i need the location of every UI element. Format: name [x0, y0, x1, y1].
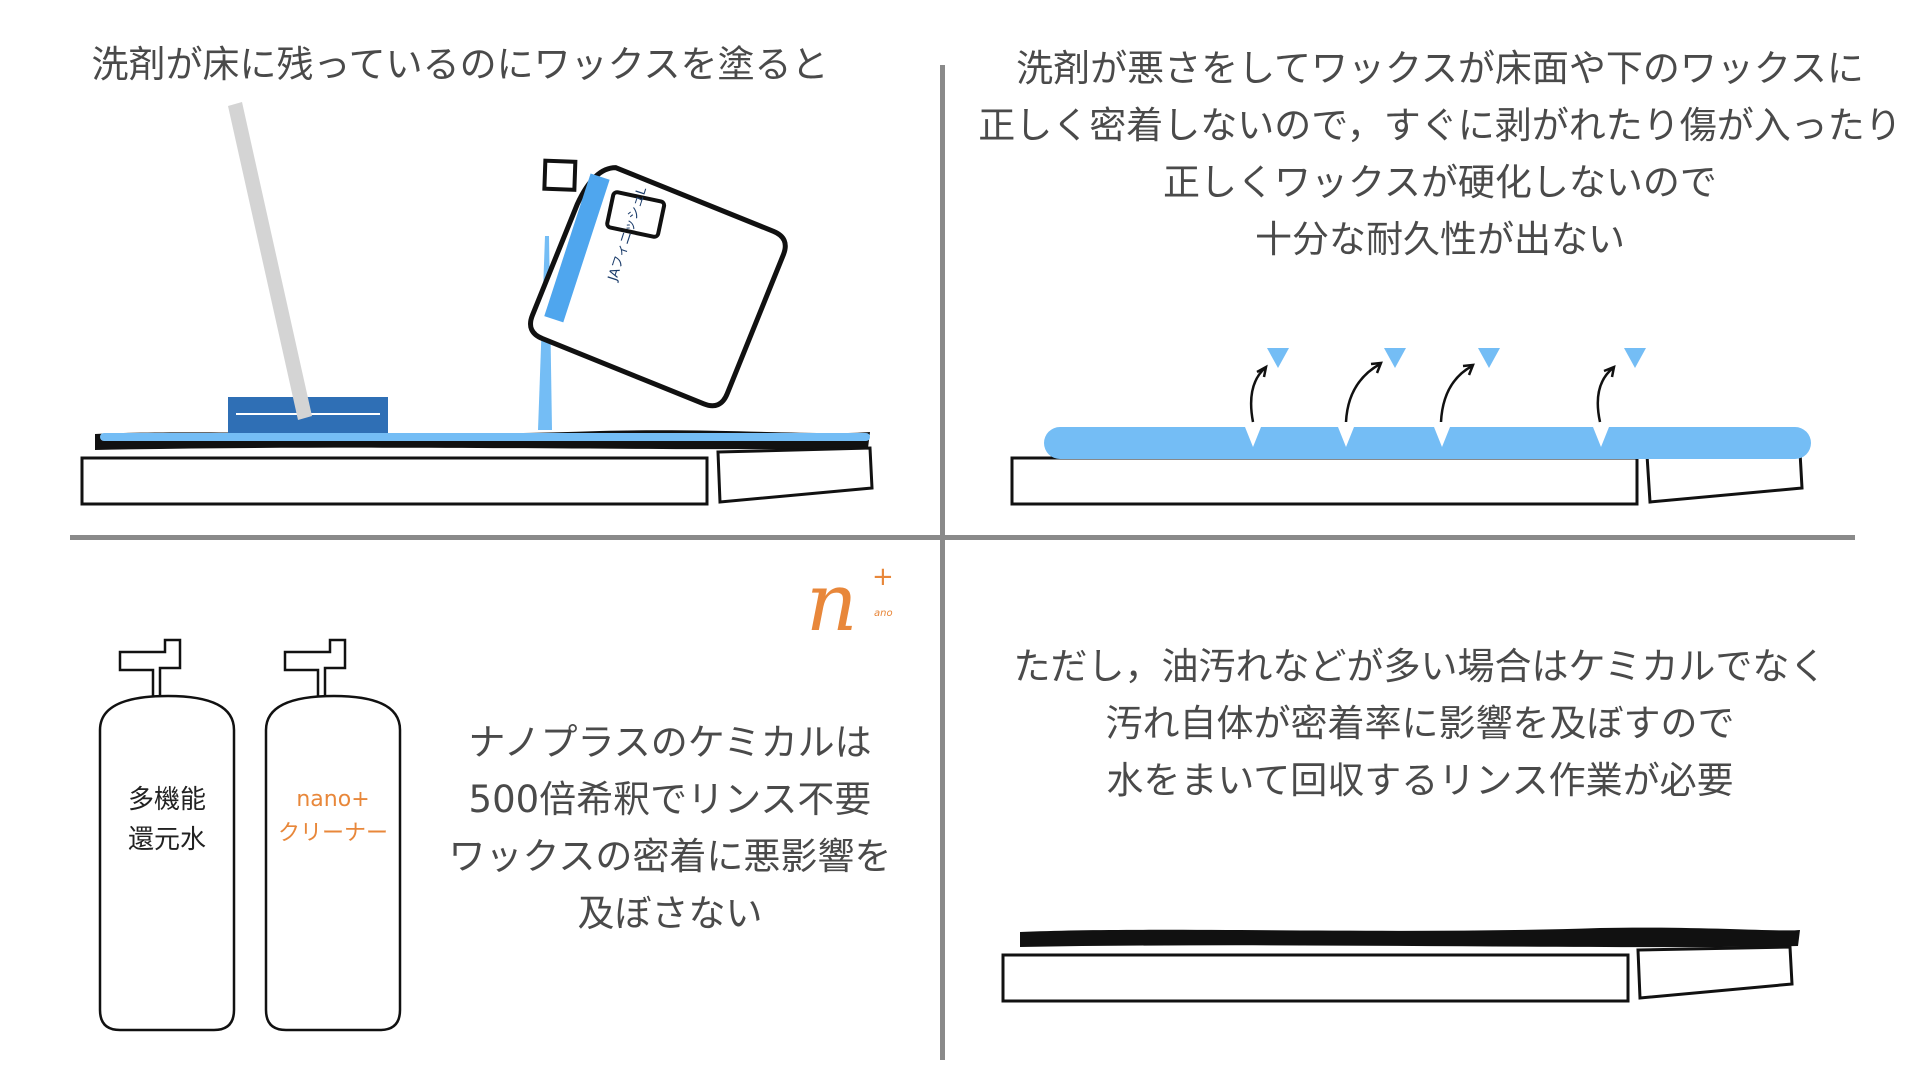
bottle1-label: 多機能 還元水	[100, 780, 234, 860]
caption-top-right: 洗剤が悪さをしてワックスが床面や下のワックスに 正しく密着しないので，すぐに剥が…	[960, 40, 1920, 268]
caption-line: 十分な耐久性が出ない	[1255, 218, 1625, 261]
caption-line: ナノプラスのケミカルは	[468, 721, 872, 764]
bottle2-label-line: クリーナー	[277, 821, 388, 846]
logo-n: n	[806, 556, 858, 649]
caption-bottom-right: ただし，油汚れなどが多い場合はケミカルでなく 汚れ自体が密着率に影響を及ぼすので…	[960, 638, 1880, 809]
nano-plus-logo: n + ano	[806, 558, 906, 658]
caption-line: 洗剤が床に残っているのにワックスを塗ると	[91, 43, 829, 86]
caption-line: 水をまいて回収するリンス作業が必要	[1106, 759, 1734, 802]
bottle-multi-function-water	[98, 638, 236, 1032]
wax-layer	[1044, 427, 1811, 459]
bottle1-label-line: 還元水	[127, 825, 206, 855]
caption-line: ただし，油汚れなどが多い場合はケミカルでなく	[1013, 645, 1827, 688]
caption-line: 汚れ自体が密着率に影響を及ぼすので	[1105, 702, 1735, 745]
bottle1-label-line: 多機能	[127, 785, 206, 815]
caption-line: 500倍希釈でリンス不要	[468, 778, 872, 821]
bottle2-label-line: nano+	[296, 787, 370, 812]
mop	[228, 102, 388, 433]
logo-small: ano	[874, 608, 893, 619]
wax-bottle	[528, 158, 788, 409]
caption-line: 正しく密着しないので，すぐに剥がれたり傷が入ったり	[978, 104, 1902, 147]
detergent-residue-layer	[100, 433, 870, 441]
vertical-divider	[940, 65, 945, 1060]
bottle2-label: nano+ クリーナー	[262, 783, 404, 851]
logo-plus: +	[872, 562, 894, 592]
bottle-nano-cleaner	[264, 638, 402, 1032]
floor-slab-top-left	[80, 430, 874, 506]
caption-line: 洗剤が悪さをしてワックスが床面や下のワックスに	[1016, 47, 1864, 90]
caption-top-left: 洗剤が床に残っているのにワックスを塗ると	[70, 36, 850, 93]
caption-bottom-left: ナノプラスのケミカルは 500倍希釈でリンス不要 ワックスの密着に悪影響を 及ぼ…	[430, 714, 910, 942]
floor-slab-bottom-right	[1001, 927, 1800, 1003]
lifting-flakes	[1267, 348, 1646, 368]
horizontal-divider	[70, 535, 1855, 540]
floor-slab-top-right	[1010, 450, 1804, 506]
caption-line: 正しくワックスが硬化しないので	[1163, 161, 1717, 204]
caption-line: 及ぼさない	[577, 892, 763, 935]
lifting-arrows	[1249, 361, 1616, 423]
caption-line: ワックスの密着に悪影響を	[448, 835, 892, 878]
